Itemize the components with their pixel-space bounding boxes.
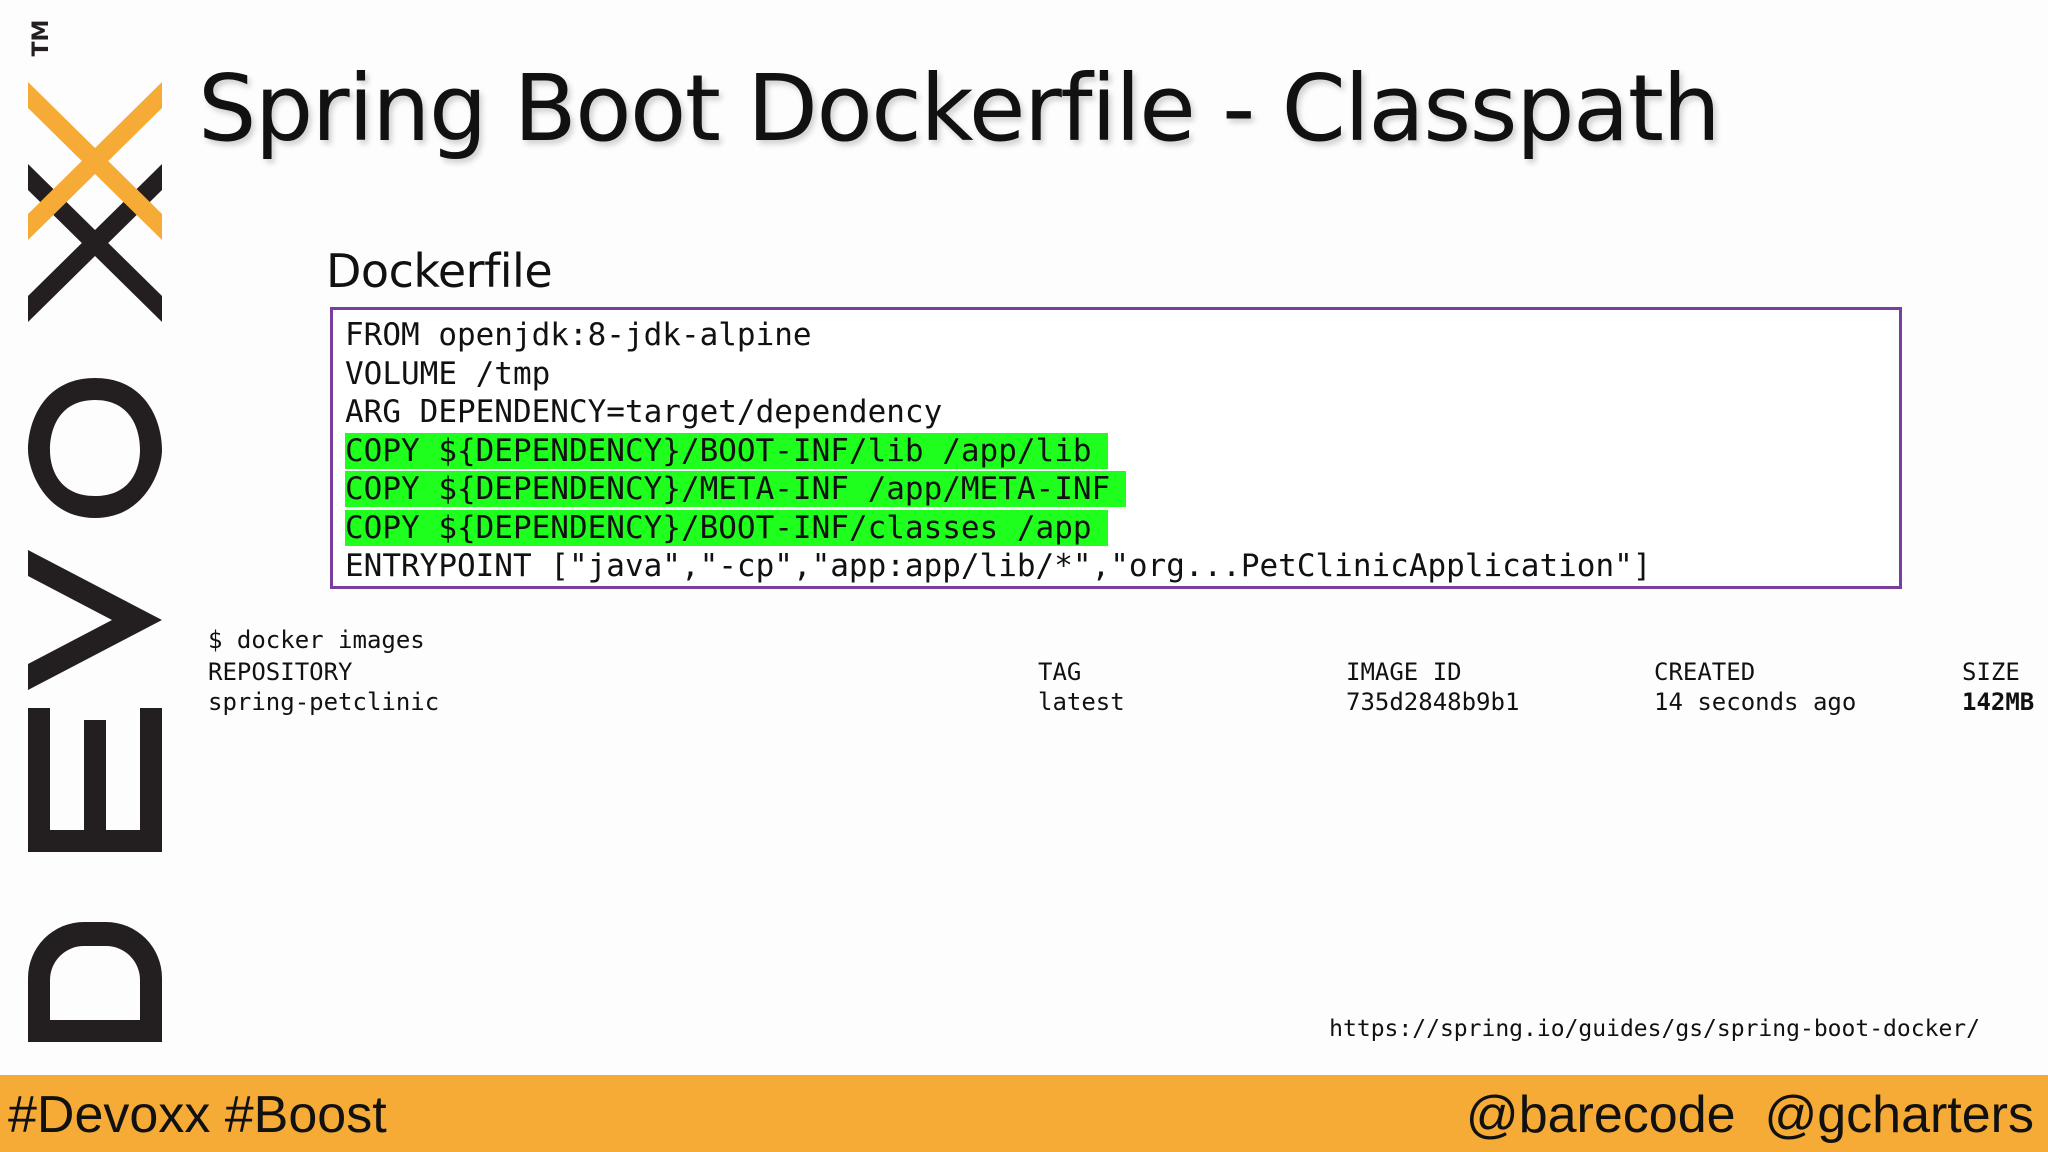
dockerfile-label: Dockerfile: [326, 244, 553, 298]
code-line: ENTRYPOINT ["java","-cp","app:app/lib/*"…: [345, 548, 1652, 584]
footer-bar: #Devoxx #Boost @barecode @gcharters: [0, 1075, 2048, 1152]
code-line-highlighted: COPY ${DEPENDENCY}/META-INF /app/META-IN…: [345, 470, 1899, 509]
code-line: ARG DEPENDENCY=target/dependency: [345, 394, 943, 430]
logo-wordmark: [28, 82, 162, 1042]
terminal-command: $ docker images: [208, 626, 425, 654]
cell-repository: spring-petclinic: [208, 688, 440, 716]
code-line: VOLUME /tmp: [345, 355, 551, 392]
table-row: spring-petclinic latest 735d2848b9b1 14 …: [208, 688, 2048, 718]
table-header-row: REPOSITORY TAG IMAGE ID CREATED SIZE: [208, 658, 2048, 688]
cell-tag: latest: [1038, 688, 1125, 716]
header-image-id: IMAGE ID: [1346, 658, 1462, 686]
slide-title: Spring Boot Dockerfile - Classpath: [198, 55, 1721, 162]
code-line: FROM openjdk:8-jdk-alpine: [345, 317, 812, 353]
cell-image-id: 735d2848b9b1: [1346, 688, 1520, 716]
reference-link[interactable]: https://spring.io/guides/gs/spring-boot-…: [1329, 1016, 1980, 1042]
code-line-highlighted: COPY ${DEPENDENCY}/BOOT-INF/lib /app/lib: [345, 432, 1899, 471]
footer-handles: @barecode @gcharters: [1465, 1086, 2034, 1144]
header-repository: REPOSITORY: [208, 658, 353, 686]
trademark-symbol: TM: [29, 20, 54, 57]
header-size: SIZE: [1962, 658, 2020, 686]
cell-created: 14 seconds ago: [1654, 688, 1857, 716]
cell-size: 142MB: [1962, 688, 2035, 716]
dockerfile-code-block: FROM openjdk:8-jdk-alpine VOLUME /tmp AR…: [330, 307, 1902, 589]
header-created: CREATED: [1654, 658, 1756, 686]
code-line-highlighted: COPY ${DEPENDENCY}/BOOT-INF/classes /app: [345, 509, 1899, 548]
docker-images-output: $ docker images REPOSITORY TAG IMAGE ID …: [208, 626, 2048, 718]
header-tag: TAG: [1038, 658, 1082, 686]
devoxx-logo: TM: [28, 20, 162, 1042]
footer-hashtags: #Devoxx #Boost: [8, 1086, 387, 1144]
